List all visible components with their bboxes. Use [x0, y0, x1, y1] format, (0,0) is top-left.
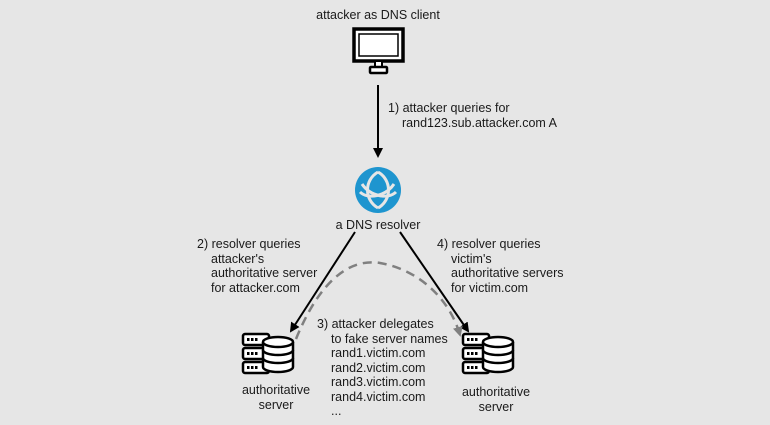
server-database-icon	[461, 332, 515, 375]
step-line: rand3.victim.com	[331, 375, 426, 389]
step-line: rand2.victim.com	[331, 360, 426, 375]
step-line: rand1.victim.com	[331, 346, 426, 360]
step-line: authoritative servers	[451, 266, 564, 280]
step-line: 1) attacker queries for	[388, 101, 510, 115]
arrow-step2	[289, 231, 356, 333]
step1-label: 1) attacker queries for rand123.sub.atta…	[388, 101, 557, 130]
victim-server-label: authoritative server	[450, 385, 542, 414]
step-line: ...	[331, 404, 342, 418]
step-line: for attacker.com	[211, 280, 300, 295]
label-line: server	[478, 399, 514, 414]
step-line: 3) attacker delegates	[317, 317, 434, 331]
step-line: for victim.com	[451, 280, 529, 295]
step-line: rand4.victim.com	[331, 389, 426, 404]
step3-label: 3) attacker delegates to fake server nam…	[317, 317, 448, 419]
step-line: rand123.sub.attacker.com A	[402, 115, 557, 130]
label-line: authoritative	[461, 385, 531, 399]
arrow-step3-dashed	[294, 261, 463, 340]
label-line: server	[258, 397, 294, 412]
label-line: authoritative	[241, 383, 311, 397]
step-line: 4) resolver queries	[437, 237, 541, 251]
client-label: attacker as DNS client	[316, 8, 440, 22]
arrow-step4	[399, 231, 470, 333]
step-line: attacker's	[211, 251, 265, 266]
step-line: 2) resolver queries	[197, 237, 301, 251]
step4-label: 4) resolver queries victim's authoritati…	[437, 237, 564, 295]
attacker-server-label: authoritative server	[230, 383, 322, 412]
server-database-icon	[241, 332, 295, 375]
step2-label: 2) resolver queries attacker's authorita…	[197, 237, 317, 295]
resolver-icon	[355, 167, 401, 213]
step-line: to fake server names	[331, 331, 448, 346]
step-line: victim's	[451, 251, 492, 266]
resolver-label: a DNS resolver	[335, 218, 421, 232]
monitor-icon	[352, 27, 405, 75]
step-line: authoritative server	[211, 266, 318, 280]
